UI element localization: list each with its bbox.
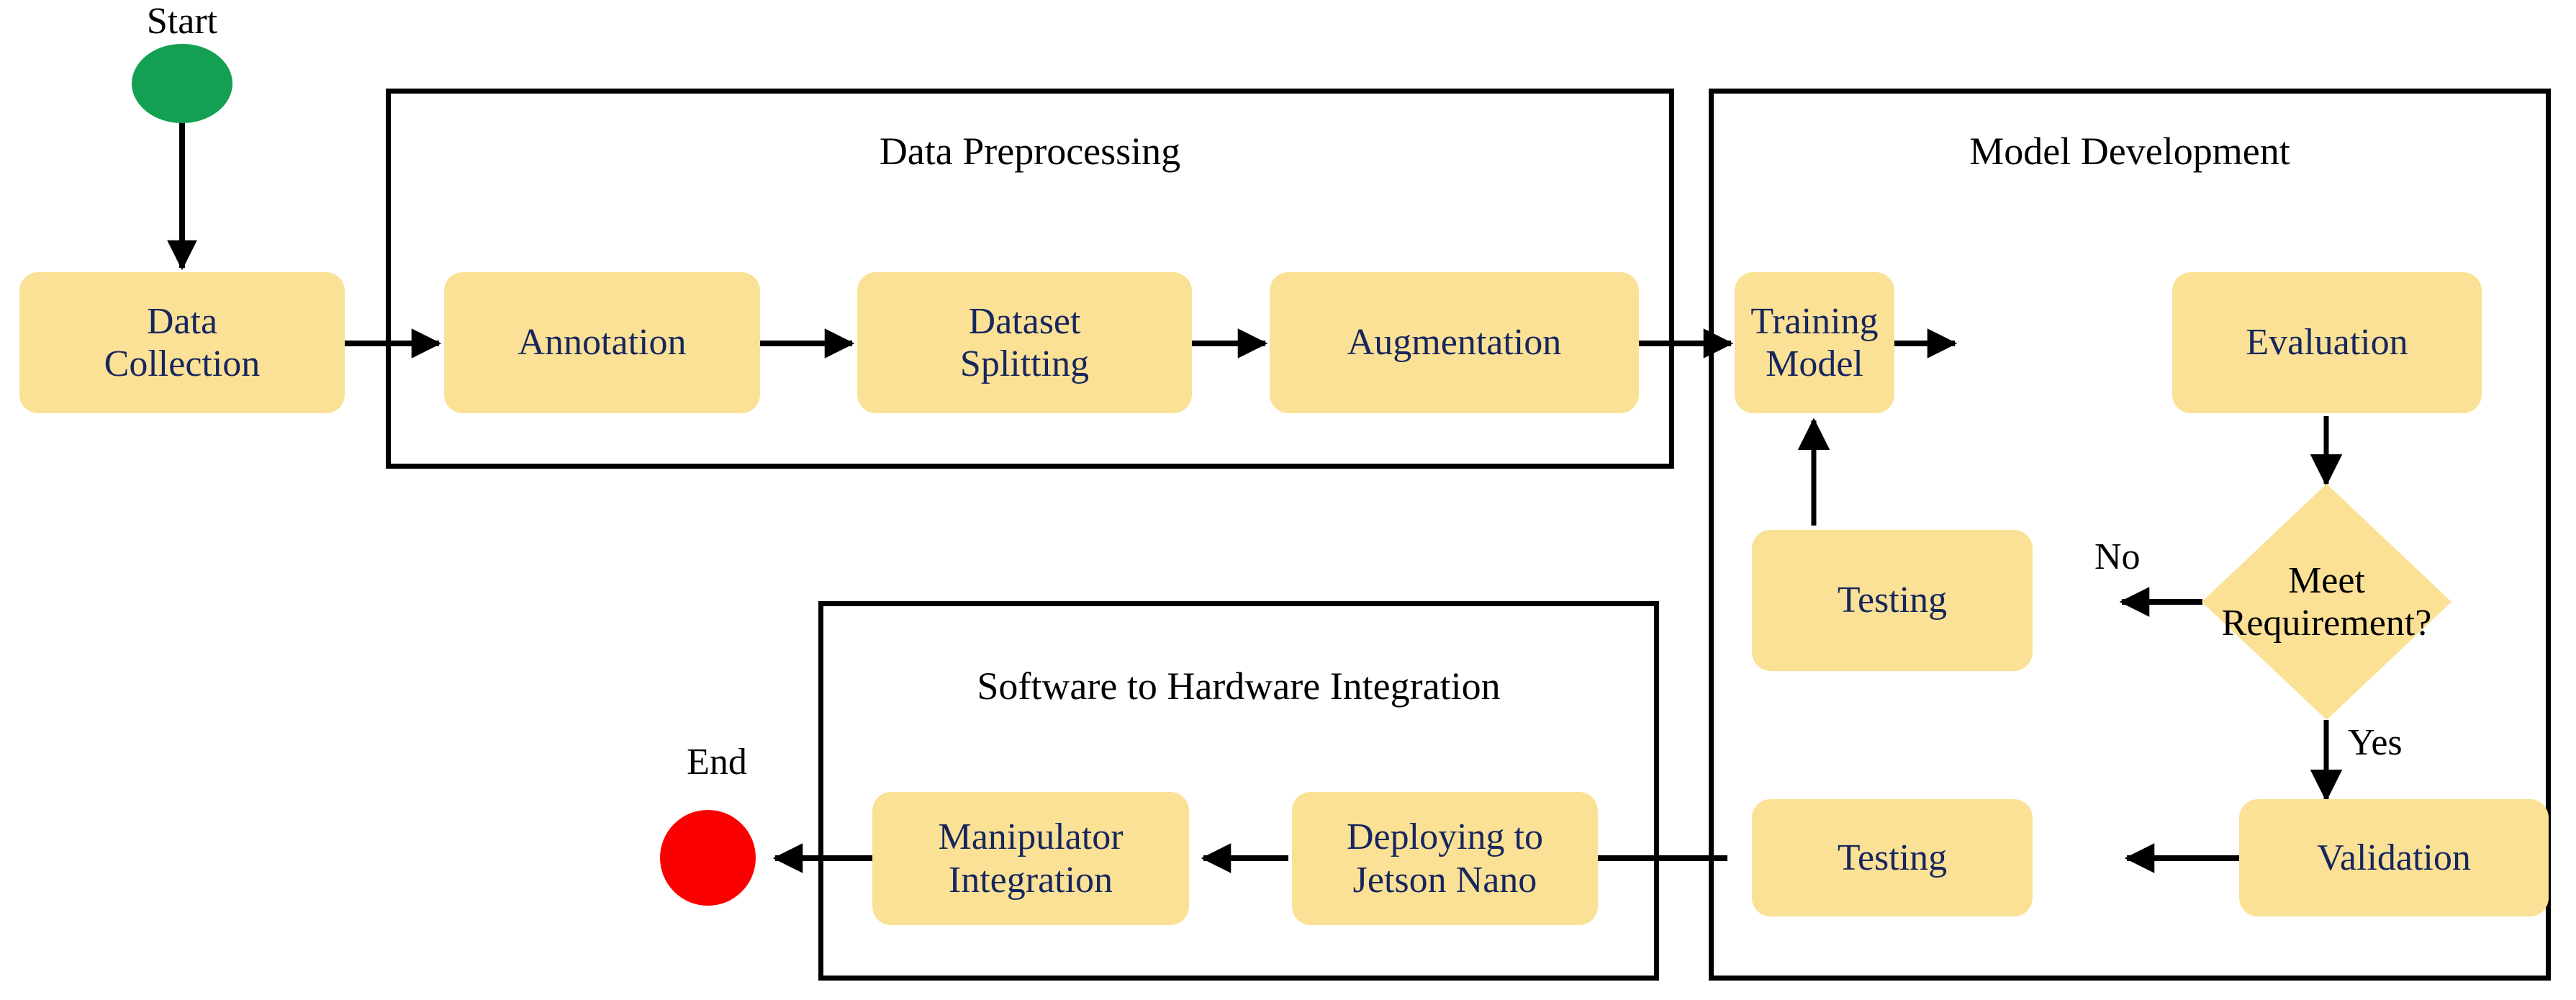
panel-title-data-preprocessing: Data Preprocessing	[879, 130, 1181, 173]
node-meet-requirement[interactable]: Meet Requirement?	[2202, 484, 2451, 720]
node-evaluation[interactable]: Evaluation	[2172, 272, 2482, 413]
node-testing-final[interactable]: Testing	[1752, 799, 2033, 916]
node-data-collection[interactable]: Data Collection	[19, 272, 345, 413]
panel-title-software-to-hardware-integration: Software to Hardware Integration	[977, 665, 1501, 708]
panel-software-to-hardware-integration	[818, 601, 1659, 981]
node-deploying-to-jetson-nano[interactable]: Deploying to Jetson Nano	[1292, 792, 1598, 925]
end-label: End	[687, 742, 747, 783]
node-meet-requirement-label: Meet Requirement?	[2221, 559, 2432, 644]
node-manipulator-integration[interactable]: Manipulator Integration	[872, 792, 1189, 925]
edge-label-no: No	[2094, 536, 2141, 577]
panel-data-preprocessing	[386, 89, 1674, 469]
start-terminator[interactable]	[132, 44, 232, 123]
panel-title-model-development: Model Development	[1969, 130, 2290, 173]
node-testing-loop[interactable]: Testing	[1752, 530, 2033, 671]
node-training-model[interactable]: Training Model	[1735, 272, 1894, 413]
start-label: Start	[146, 1, 218, 42]
node-annotation[interactable]: Annotation	[444, 272, 760, 413]
panel-model-development	[1709, 89, 2551, 981]
node-augmentation[interactable]: Augmentation	[1270, 272, 1639, 413]
edge-label-yes: Yes	[2348, 722, 2403, 763]
node-validation[interactable]: Validation	[2239, 799, 2549, 916]
node-dataset-splitting[interactable]: Dataset Splitting	[857, 272, 1192, 413]
end-terminator[interactable]	[660, 810, 756, 906]
